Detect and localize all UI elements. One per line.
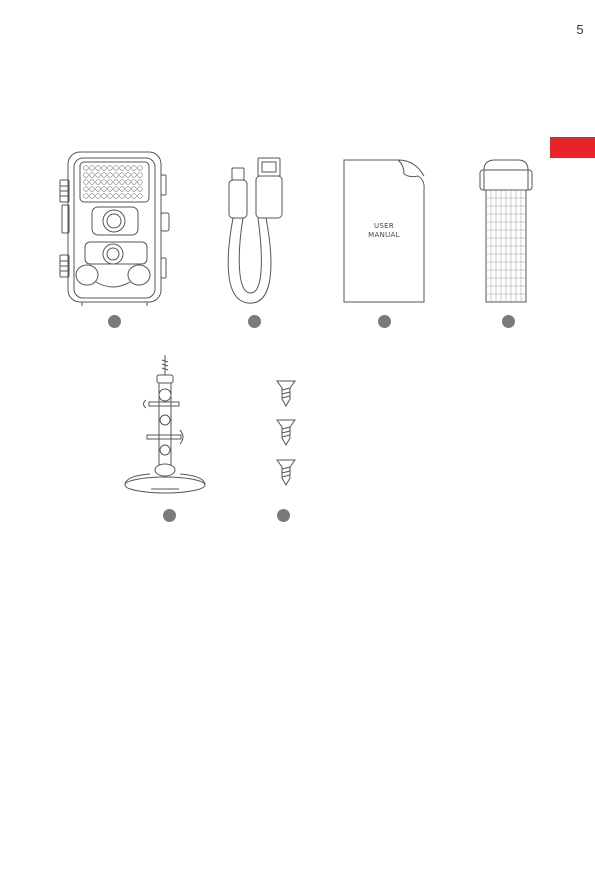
item-marker-6 [277, 509, 290, 522]
manual-cover-line-1: USER [344, 222, 424, 231]
manual-cover-label: USER MANUAL [344, 222, 424, 240]
item-marker-3 [378, 315, 391, 328]
strap-icon [480, 160, 532, 302]
item-marker-1 [108, 315, 121, 328]
item-marker-2 [248, 315, 261, 328]
wall-mount-icon [125, 355, 205, 493]
trail-camera-icon [60, 152, 169, 306]
usb-cable-icon [228, 158, 282, 303]
item-marker-5 [163, 509, 176, 522]
screw-icon [277, 381, 295, 485]
item-marker-4 [502, 315, 515, 328]
manual-cover-line-2: MANUAL [344, 231, 424, 240]
